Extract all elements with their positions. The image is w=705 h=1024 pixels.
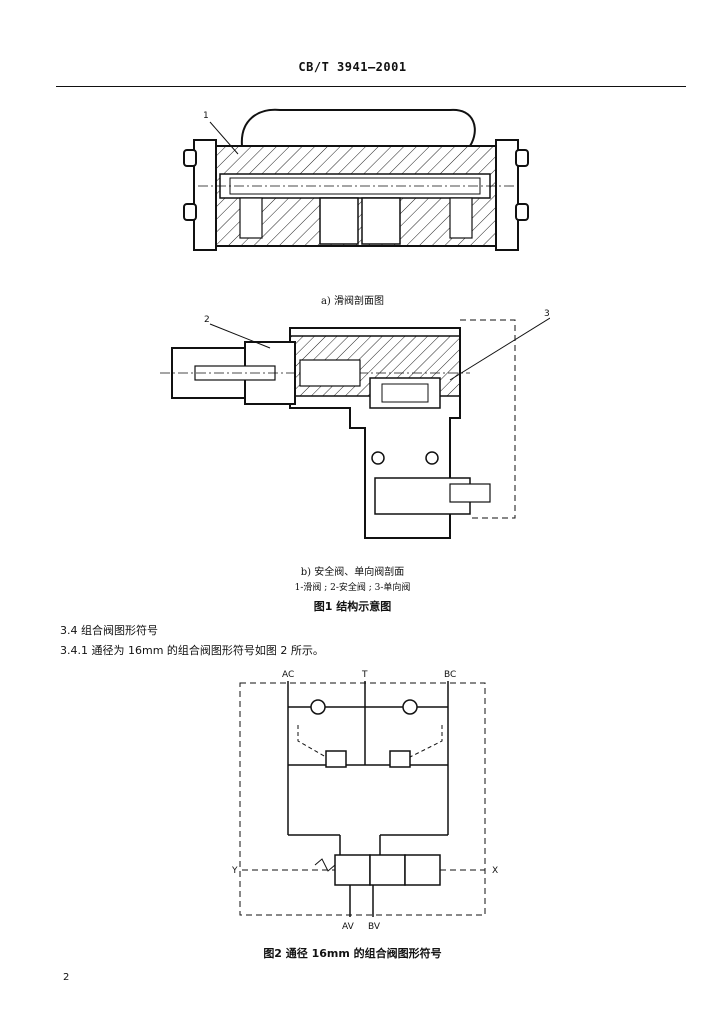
port-bc: BC xyxy=(444,670,456,680)
figure1-legend: 1-滑阀 ; 2-安全阀 ; 3-单向阀 xyxy=(294,583,411,593)
port-bv: BV xyxy=(368,922,381,932)
spool-valve-section-drawing: 1 xyxy=(183,108,529,251)
port-t: T xyxy=(361,670,368,680)
port-av: AV xyxy=(342,922,355,932)
page-number: 2 xyxy=(63,972,70,983)
combination-valve-symbol-diagram: AC T BC Y X AV BV xyxy=(231,670,498,932)
callout-1: 1 xyxy=(203,111,209,121)
figure1-title: 图1 结构示意图 xyxy=(313,600,392,613)
figure2-title: 图2 通径 16mm 的组合阀图形符号 xyxy=(263,947,442,960)
section-heading: 3.4 组合阀图形符号 xyxy=(60,624,158,637)
callout-3: 3 xyxy=(544,309,550,319)
figure1b-caption: b) 安全阀、单向阀剖面 xyxy=(300,567,405,578)
port-y: Y xyxy=(231,866,238,876)
port-x: X xyxy=(492,866,498,876)
section-paragraph: 3.4.1 通径为 16mm 的组合阀图形符号如图 2 所示。 xyxy=(60,644,324,657)
header-rule xyxy=(56,86,686,87)
port-ac: AC xyxy=(282,670,294,680)
figure1a-caption: a) 滑阀剖面图 xyxy=(320,296,385,307)
relief-check-valve-section-drawing: 2 3 xyxy=(160,309,550,539)
callout-2: 2 xyxy=(204,315,210,325)
standard-number: CB/T 3941—2001 xyxy=(298,60,407,74)
